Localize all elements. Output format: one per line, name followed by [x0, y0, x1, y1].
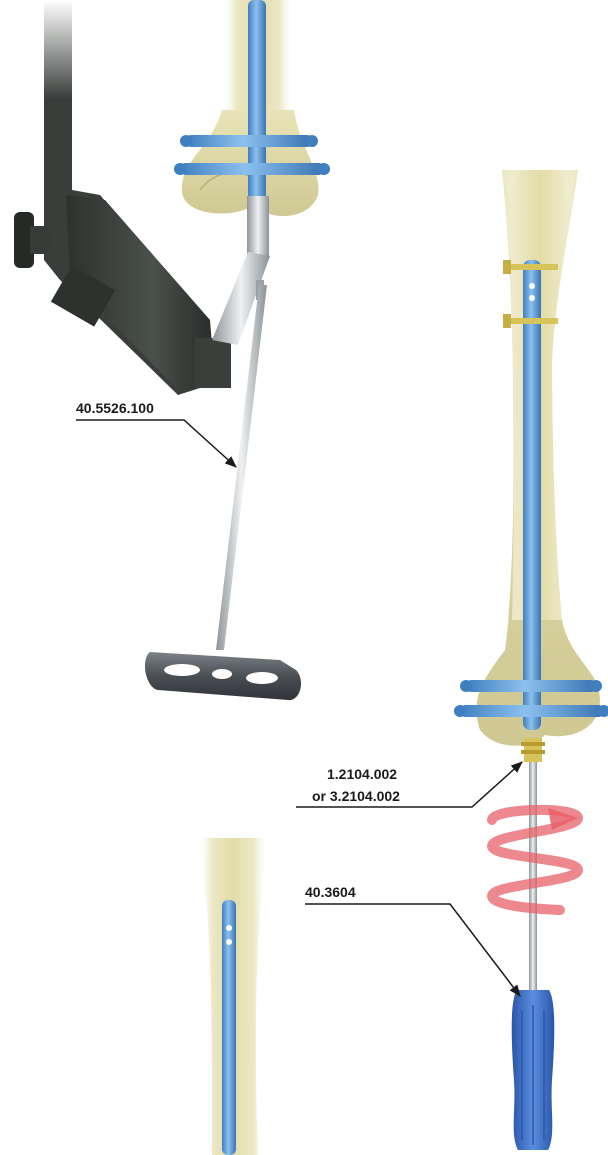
- callout-label-end-cap-1: 1.2104.002: [327, 766, 397, 782]
- callout-label-end-cap-2: or 3.2104.002: [312, 788, 400, 804]
- callout-end-cap: 1.2104.002 or 3.2104.002: [296, 762, 522, 807]
- end-cap: [521, 738, 545, 762]
- callout-label-aiming-handle: 40.5526.100: [76, 400, 154, 416]
- callout-aiming-handle: 40.5526.100: [76, 400, 236, 467]
- callout-screwdriver: 40.3604: [305, 884, 520, 996]
- intramedullary-nail-top: [174, 0, 330, 200]
- intramedullary-nail-right: [454, 260, 608, 730]
- screwdriver[interactable]: [512, 762, 555, 1150]
- femur-shaft-bottom: [198, 838, 268, 1155]
- callout-label-screwdriver: 40.3604: [305, 884, 356, 900]
